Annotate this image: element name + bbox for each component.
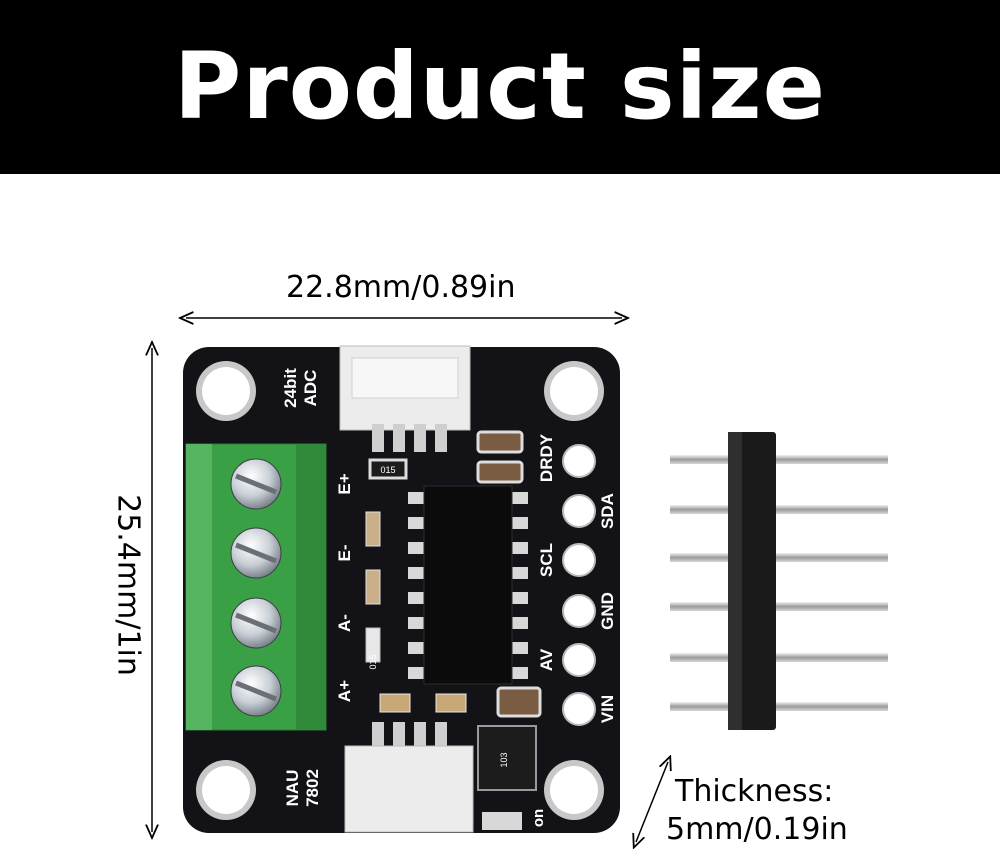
silk-chip-line2: 7802 xyxy=(303,769,322,807)
pin-header xyxy=(670,432,888,730)
adc-chip xyxy=(408,485,528,685)
array-mark: 103 xyxy=(499,752,509,767)
title-banner xyxy=(0,0,1000,174)
thickness-label: Thickness: xyxy=(675,774,834,809)
pin-label-av: AV xyxy=(537,648,556,671)
silk-adc-line1: 24bit xyxy=(281,368,300,408)
terminal-label-e-plus: E+ xyxy=(335,473,354,494)
thickness-dimension-arrow xyxy=(636,762,668,842)
terminal-label-e-minus: E- xyxy=(335,545,354,562)
smd-components xyxy=(365,430,542,830)
top-connector xyxy=(339,345,471,452)
banner-title: Product size xyxy=(173,33,827,140)
height-dimension-label: 25.4mm/1in xyxy=(110,494,146,676)
resistor-mark: 015 xyxy=(380,465,395,475)
terminal-label-a-minus: A- xyxy=(335,614,354,632)
pin-label-scl: SCL xyxy=(537,543,556,577)
pin-label-vin: VIN xyxy=(598,695,617,723)
pin-pads xyxy=(562,444,596,726)
led-label: on xyxy=(530,809,547,827)
terminal-label-a-plus: A+ xyxy=(335,680,354,702)
silk-adc-line2: ADC xyxy=(301,370,320,407)
resistor-mark-2: 015 xyxy=(368,654,378,669)
screw-icon xyxy=(230,458,282,717)
bottom-connector xyxy=(344,722,474,833)
width-dimension-label: 22.8mm/0.89in xyxy=(286,270,516,305)
pin-label-drdy: DRDY xyxy=(537,433,556,482)
pin-label-gnd: GND xyxy=(598,592,617,630)
thickness-value: 5mm/0.19in xyxy=(666,812,848,847)
pin-label-sda: SDA xyxy=(598,493,617,529)
screw-terminal-block xyxy=(185,443,327,731)
silk-chip-line1: NAU xyxy=(283,770,302,807)
mounting-hole-icon xyxy=(196,361,604,820)
